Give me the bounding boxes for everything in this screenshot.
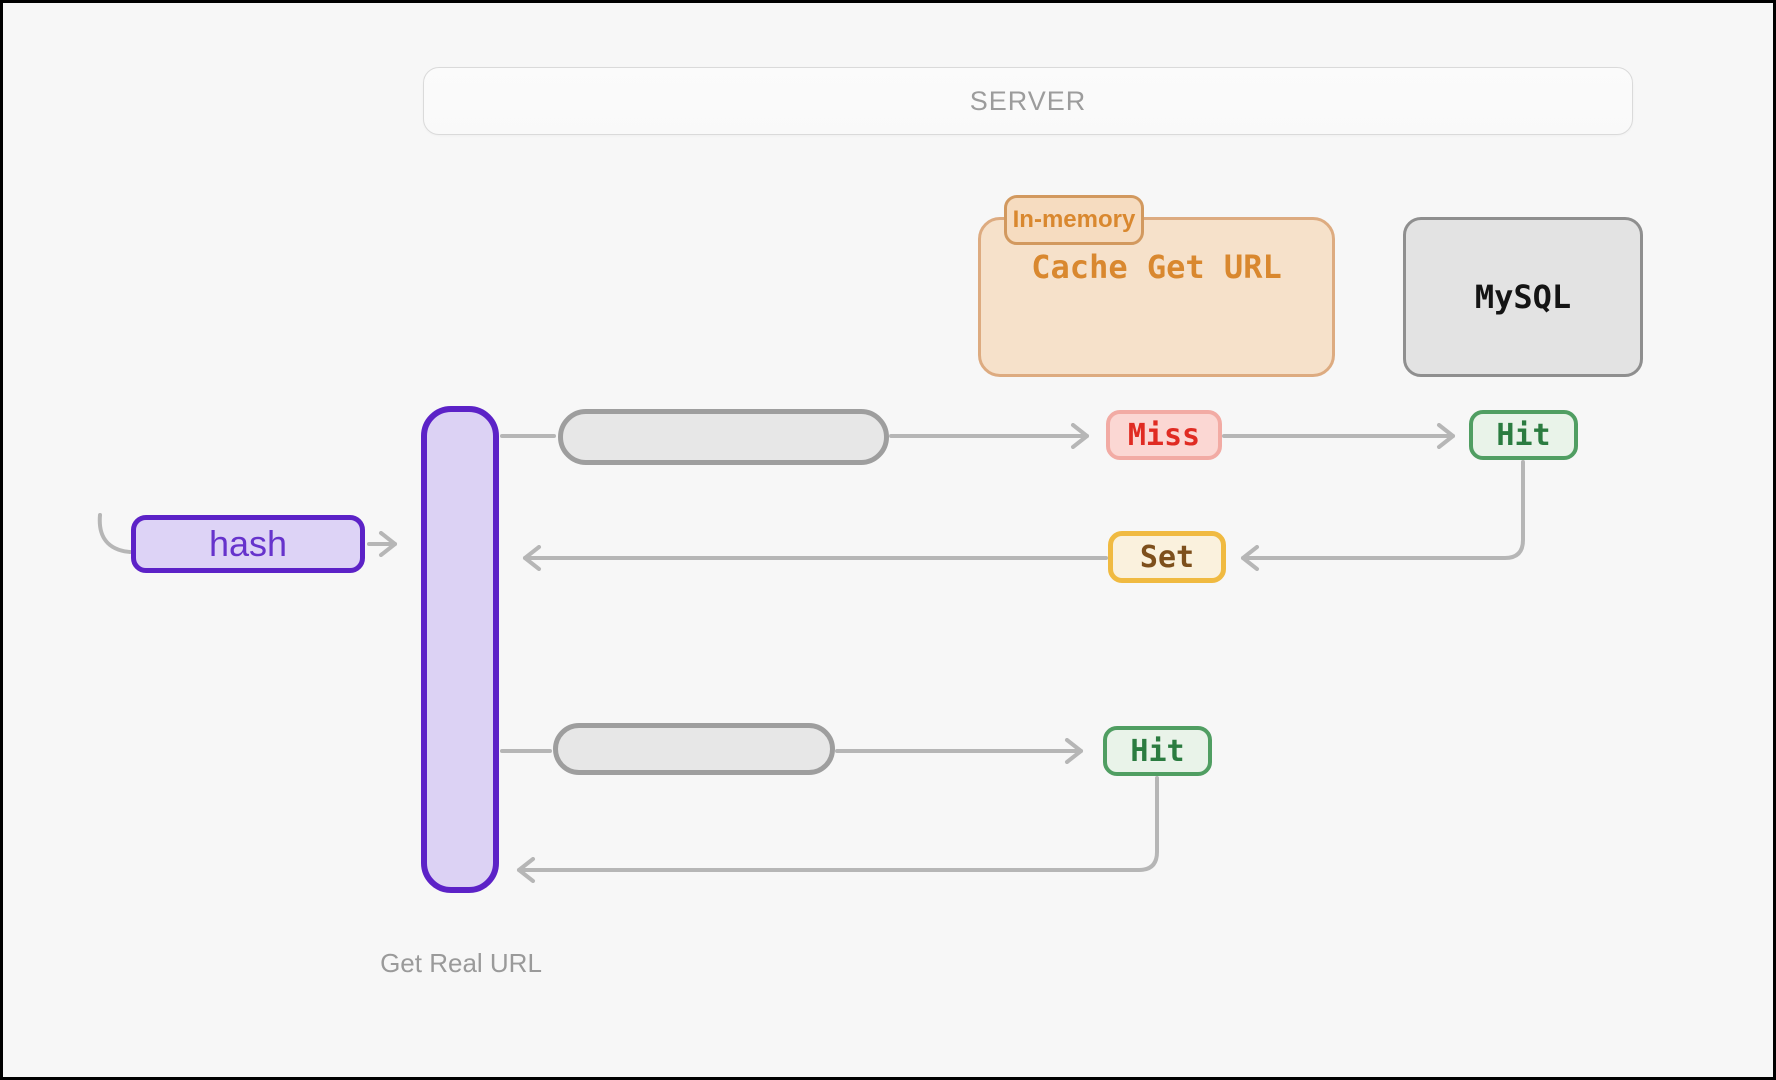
request-pill-bottom [553, 723, 835, 775]
mysql-box: MySQL [1403, 217, 1643, 377]
miss-badge: Miss [1106, 410, 1222, 460]
hash-node: hash [131, 515, 365, 573]
connector-edges [97, 423, 1525, 883]
set-badge: Set [1108, 531, 1226, 583]
in-memory-tag-label: In-memory [1012, 206, 1136, 233]
hit-db-badge: Hit [1469, 410, 1578, 460]
get-real-url-label: Get Real URL [380, 947, 542, 978]
server-box: SERVER [423, 67, 1633, 135]
get-real-url-bar [421, 406, 499, 893]
hash-label: hash [208, 523, 288, 564]
request-pill-top [558, 409, 889, 465]
cache-box-title: Cache Get URL [1031, 248, 1282, 286]
edge-into-hash-hook [97, 513, 132, 554]
edge-hit-cache-return [517, 776, 1159, 883]
mysql-label: MySQL [1474, 278, 1572, 316]
in-memory-tag: In-memory [1004, 195, 1144, 245]
server-label: SERVER [969, 85, 1087, 116]
hit-cache-badge: Hit [1103, 726, 1212, 776]
edge-hit-db-to-set [1241, 460, 1525, 571]
